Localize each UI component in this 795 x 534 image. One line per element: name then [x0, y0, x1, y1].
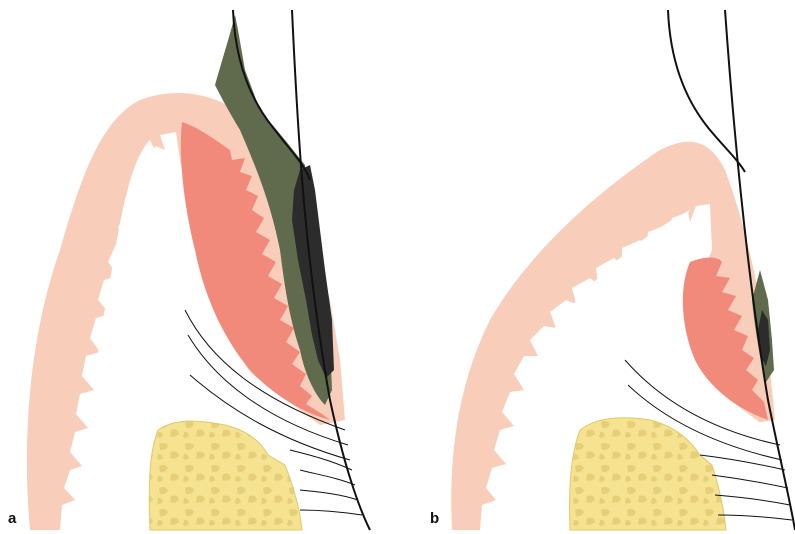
panel-a — [27, 10, 370, 530]
panel-b — [451, 10, 795, 530]
panel-label-a: a — [8, 510, 16, 527]
panel-label-b: b — [430, 510, 439, 527]
